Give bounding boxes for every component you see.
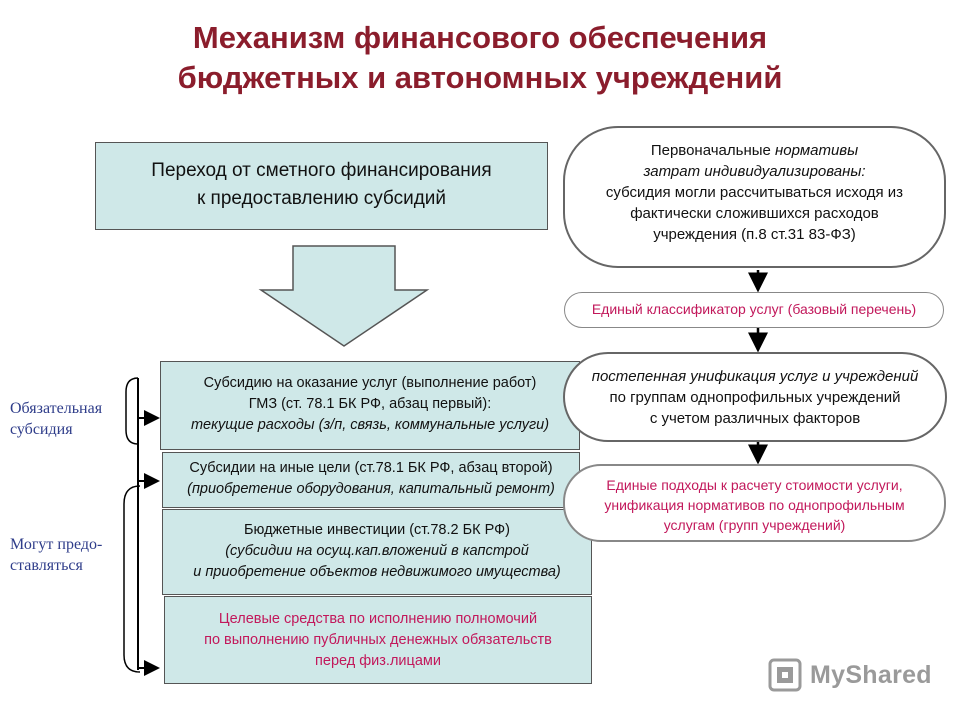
transition-box: Переход от сметного финансирования к пре… [95,142,548,230]
classifier-text: Единый классификатор услуг (базовый пере… [591,301,917,317]
title-line-1: Механизм финансового обеспечения [192,20,768,55]
targeted-line-1: Целевые средства по исполнению полномочи… [218,611,538,627]
gmz-line-3: текущие расходы (з/п, связь, коммунальны… [190,417,550,433]
mandatory-label: Обязательная субсидия [10,398,102,440]
oval1-line-4: фактически сложившихся расходов [630,205,879,222]
pill2-line-1: Единые подходы к расчету стоимости услуг… [606,477,903,493]
invest-line-2: (субсидии на осущ.кап.вложений в капстро… [225,543,529,559]
optional-line-1: Могут предо- [10,536,103,553]
subsidy-box-other: Субсидии на иные цели (ст.78.1 БК РФ, аб… [162,452,580,508]
mandatory-line-1: Обязательная [10,400,103,417]
targeted-line-3: перед физ.лицами [315,653,441,669]
transition-line-1: Переход от сметного финансирования [151,160,492,181]
mandatory-bracket [125,377,139,445]
invest-line-1: Бюджетные инвестиции (ст.78.2 БК РФ) [244,522,510,538]
classifier-pill: Единый классификатор услуг (базовый пере… [564,292,944,328]
page-title: Механизм финансового обеспечения бюджетн… [0,18,960,98]
oval2-line-1: постепенная унификация услуг и учреждени… [591,368,919,385]
targeted-line-2: по выполнению публичных денежных обязате… [204,632,552,648]
oval1-line-5: учреждения (п.8 ст.31 83-ФЗ) [653,226,856,243]
oval1-line-1a: Первоначальные [650,142,776,159]
subsidy-box-investments: Бюджетные инвестиции (ст.78.2 БК РФ) (су… [162,509,592,595]
logo-icon [768,658,802,692]
oval1-line-2: затрат индивидуализированы: [643,163,866,180]
other-line-1: Субсидии на иные цели (ст.78.1 БК РФ, аб… [189,460,553,476]
oval2-line-2: по группам однопрофильных учреждений [609,389,901,406]
optional-label: Могут предо- ставляться [10,534,102,576]
oval2-line-3: с учетом различных факторов [649,410,861,427]
other-line-2: (приобретение оборудования, капитальный … [187,481,555,497]
optional-line-2: ставляться [10,557,83,574]
oval1-line-1b: нормативы [775,142,859,159]
oval1-line-1: Первоначальные нормативы [565,140,944,161]
mandatory-line-2: субсидия [10,421,73,438]
transition-line-2: к предоставлению субсидий [196,188,447,209]
gmz-line-2: ГМЗ (ст. 78.1 БК РФ, абзац первый): [248,396,492,412]
pill2-line-3: услугам (групп учреждений) [663,517,846,533]
unification-oval: постепенная унификация услуг и учреждени… [563,352,947,442]
gmz-line-1: Субсидию на оказание услуг (выполнение р… [203,375,537,391]
cost-approach-pill: Единые подходы к расчету стоимости услуг… [563,464,946,542]
oval1-line-3: субсидия могли рассчитываться исходя из [605,184,904,201]
initial-norms-oval: Первоначальные нормативы затрат индивиду… [563,126,946,268]
title-line-2: бюджетных и автономных учреждений [177,60,783,95]
subsidy-box-targeted: Целевые средства по исполнению полномочи… [164,596,592,684]
myshared-logo: MyShared [768,655,932,695]
optional-bracket [123,485,141,673]
logo-text: MyShared [810,660,932,689]
invest-line-3: и приобретение объектов недвижимого имущ… [193,564,561,580]
subsidy-box-gmz: Субсидию на оказание услуг (выполнение р… [160,361,580,450]
big-down-arrow [258,245,430,347]
pill2-line-2: унификация нормативов по однопрофильным [604,497,905,513]
